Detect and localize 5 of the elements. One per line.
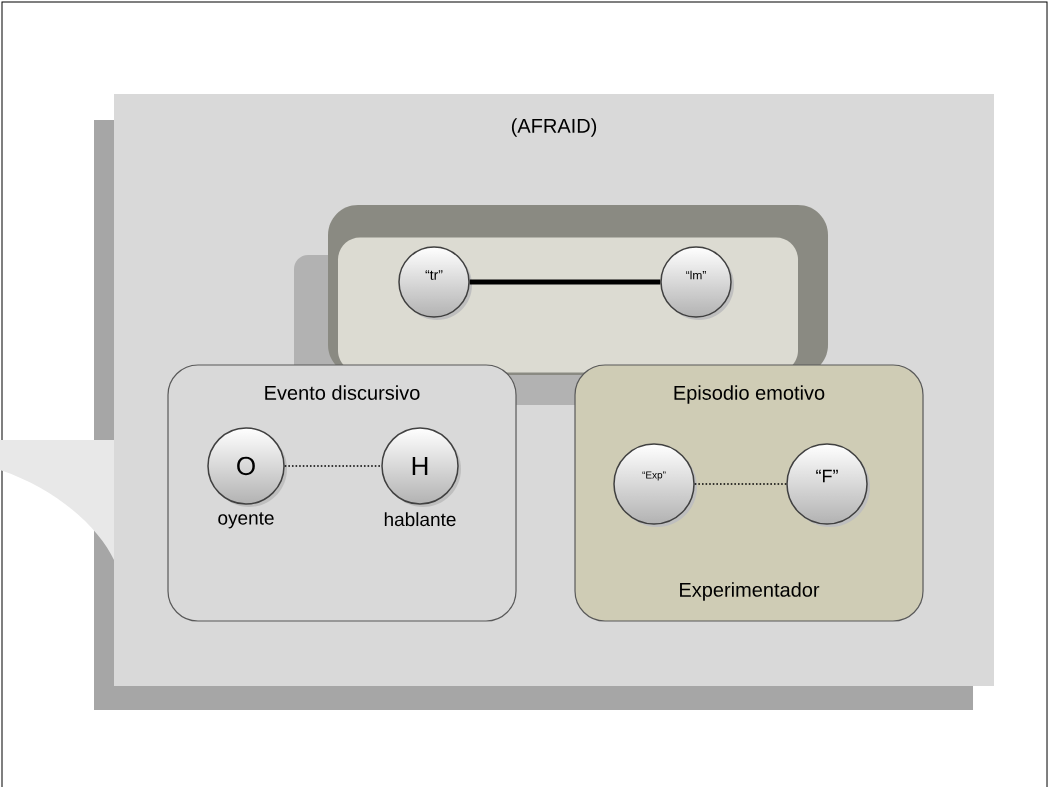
connector — [693, 483, 788, 485]
circle-caption: hablante — [384, 512, 456, 527]
connector — [469, 279, 661, 285]
circle-caption: oyente — [218, 512, 274, 529]
connector — [283, 465, 383, 467]
